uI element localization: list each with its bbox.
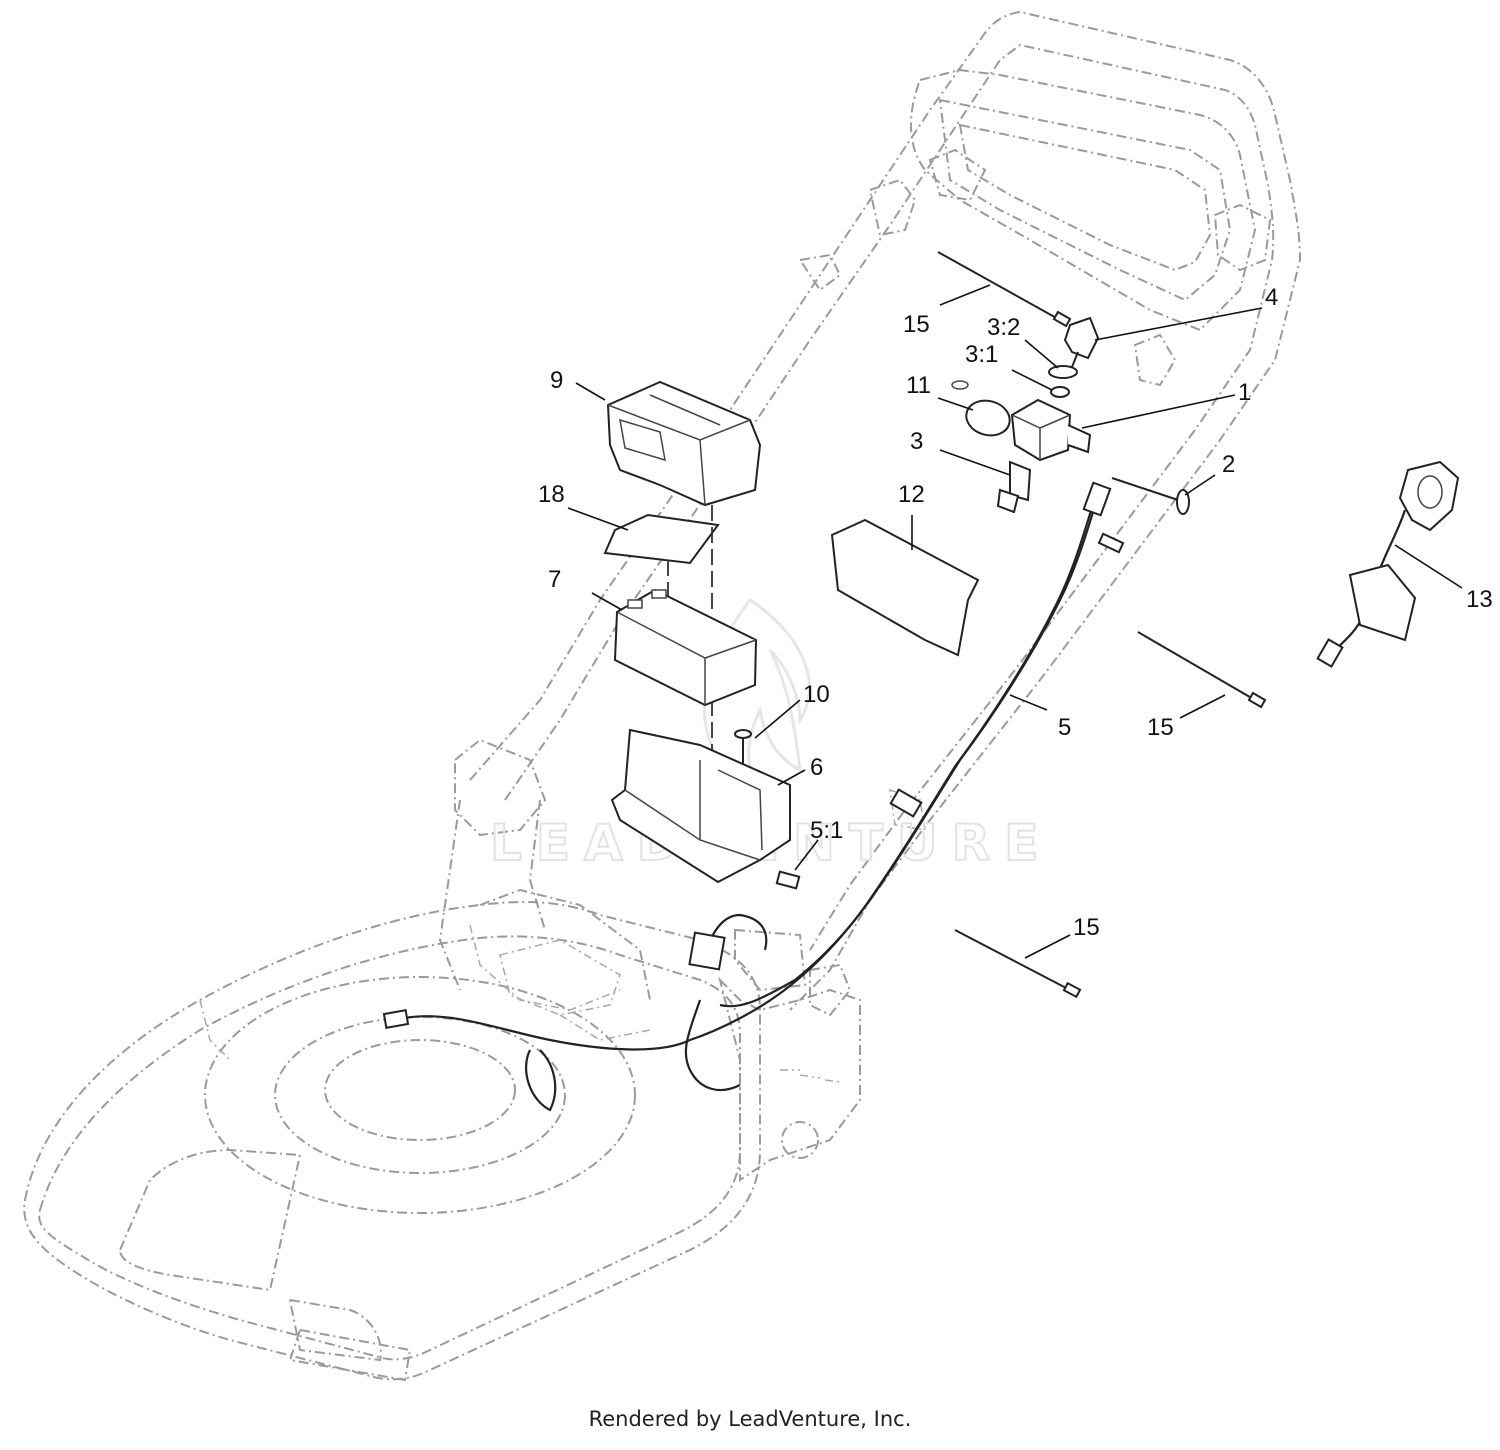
callout-11: 11 xyxy=(906,372,931,399)
callout-3-2: 3:2 xyxy=(987,314,1020,341)
connector-clip xyxy=(775,870,801,890)
battery-cover xyxy=(606,380,762,507)
callout-15-upper: 15 xyxy=(903,311,930,338)
battery-label xyxy=(603,513,720,565)
pivot-bolt xyxy=(1111,477,1190,515)
battery xyxy=(613,588,758,707)
callout-13: 13 xyxy=(1466,586,1493,613)
cable-tie-lower xyxy=(954,929,1082,999)
callout-5: 5 xyxy=(1058,714,1071,741)
callout-1: 1 xyxy=(1238,379,1251,406)
ignition-switch xyxy=(1010,398,1092,462)
cable-tie-middle xyxy=(1137,631,1267,709)
wire-harness xyxy=(382,481,1125,1112)
handle-decal xyxy=(830,518,980,657)
callout-2: 2 xyxy=(1222,451,1235,478)
cable-tie-upper xyxy=(937,251,1072,328)
mower-deck-outline xyxy=(23,888,761,1382)
leader-lines xyxy=(567,284,1463,959)
washer xyxy=(1048,365,1078,379)
callout-10: 10 xyxy=(803,681,830,708)
callout-18: 18 xyxy=(538,481,565,508)
callout-labels: 1 2 3 3:1 3:2 4 5 5:1 6 7 9 10 11 12 13 … xyxy=(538,284,1493,941)
footer-credit: Rendered by LeadVenture, Inc. xyxy=(588,1407,912,1431)
callout-15-lower: 15 xyxy=(1073,914,1100,941)
callout-4: 4 xyxy=(1265,284,1278,311)
battery-charger xyxy=(1316,460,1460,668)
mounting-screw xyxy=(734,729,752,778)
callout-7: 7 xyxy=(548,566,561,593)
battery-tray xyxy=(610,728,791,884)
callout-12: 12 xyxy=(898,481,925,508)
callout-15-middle: 15 xyxy=(1147,714,1174,741)
ignition-decal xyxy=(951,380,1011,437)
handle-frame-outline xyxy=(438,10,1302,1182)
callout-9: 9 xyxy=(550,367,563,394)
callout-5-1: 5:1 xyxy=(810,817,843,844)
ignition-key xyxy=(1063,316,1100,373)
callout-3: 3 xyxy=(910,428,923,455)
callout-6: 6 xyxy=(810,754,823,781)
callout-3-1: 3:1 xyxy=(965,341,998,368)
switch-connector xyxy=(996,460,1032,514)
nut xyxy=(1050,386,1070,398)
